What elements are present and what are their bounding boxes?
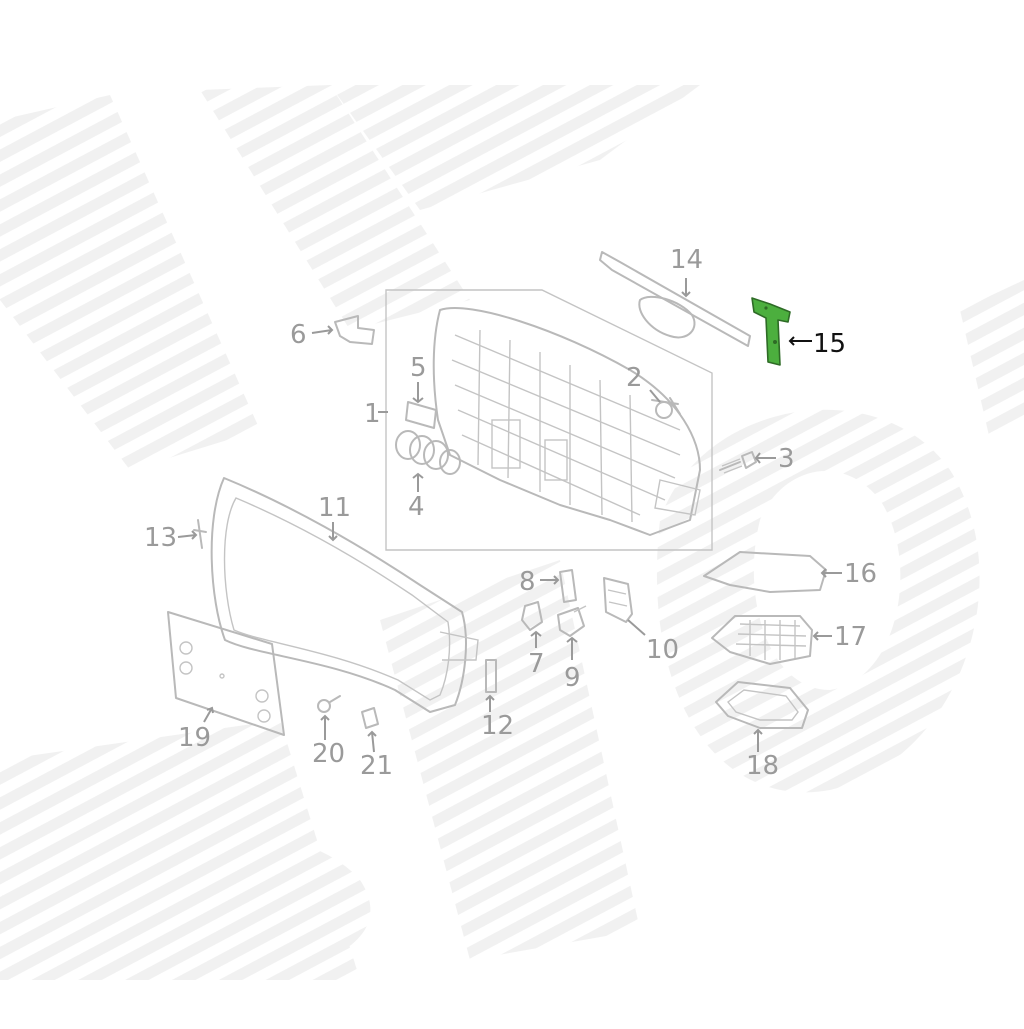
callout-labels: 1 2 3 4 5 6 7 8 9 10 11 12 13 14 15 16 1… — [144, 245, 877, 781]
callout-1: 1 — [364, 399, 381, 429]
callout-5: 5 — [410, 353, 427, 383]
callout-17: 17 — [834, 622, 867, 652]
part-18-side-frame[interactable] — [715, 681, 809, 729]
leader-lines — [177, 278, 842, 753]
callout-13: 13 — [144, 523, 177, 553]
part-11-grille-frame[interactable] — [210, 477, 479, 713]
callout-20: 20 — [312, 739, 345, 769]
part-9-bracket[interactable] — [557, 605, 587, 637]
part-7-clip[interactable] — [521, 601, 543, 631]
part-4-emblem[interactable] — [395, 430, 461, 475]
callout-9: 9 — [564, 663, 581, 693]
callout-4: 4 — [408, 492, 425, 522]
callout-14: 14 — [670, 245, 703, 275]
callout-19: 19 — [178, 723, 211, 753]
part-6-bracket[interactable] — [334, 315, 375, 345]
part-14-moulding[interactable] — [599, 251, 751, 347]
callout-15: 15 — [813, 329, 846, 359]
part-19-plate-bracket[interactable] — [167, 611, 285, 736]
callout-10: 10 — [646, 635, 679, 665]
callout-11: 11 — [318, 493, 351, 523]
part-15-shape — [751, 297, 791, 366]
part-12-strip[interactable] — [485, 659, 497, 693]
callout-7: 7 — [528, 649, 545, 679]
callout-3: 3 — [778, 444, 795, 474]
part-1-grille-insert[interactable] — [385, 289, 713, 551]
callout-2: 2 — [626, 363, 643, 393]
callout-21: 21 — [360, 751, 393, 781]
part-8-block[interactable] — [559, 569, 577, 603]
part-2-clip[interactable] — [651, 397, 681, 419]
callout-6: 6 — [290, 320, 307, 350]
part-17-side-grille[interactable] — [711, 615, 813, 665]
callout-12: 12 — [481, 711, 514, 741]
callout-18: 18 — [746, 751, 779, 781]
part-20-screw[interactable] — [317, 695, 341, 713]
part-5-badge[interactable] — [405, 401, 437, 429]
part-10-bracket[interactable] — [603, 577, 633, 623]
callout-16: 16 — [844, 559, 877, 589]
part-21-clip-nut[interactable] — [361, 707, 379, 729]
callout-8: 8 — [519, 567, 536, 597]
part-16-cover[interactable] — [703, 551, 827, 593]
part-15-bracket-highlighted[interactable] — [751, 297, 791, 366]
part-3-bolt[interactable] — [719, 451, 757, 474]
part-13-pin[interactable] — [193, 519, 207, 549]
